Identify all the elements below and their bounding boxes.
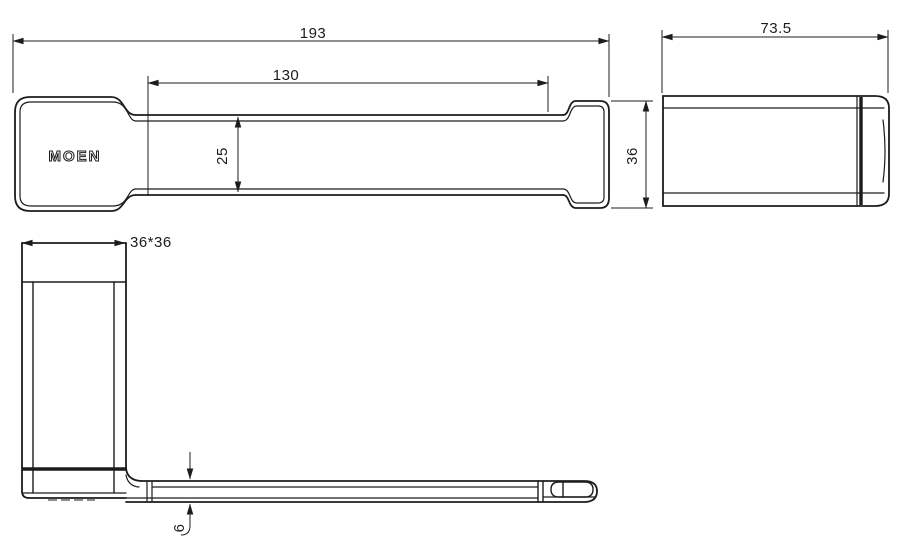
brand-logo: MOEN — [49, 148, 102, 165]
dimension-wall-depth: 73.5 — [661, 20, 889, 93]
dimension-bar-width: 25 — [214, 116, 242, 193]
dimension-bar-length: 130 — [147, 67, 549, 196]
dimension-label-36x36: 36*36 — [130, 234, 172, 251]
dimension-end-height: 36 — [611, 100, 653, 209]
bar-bottom-edge — [125, 490, 598, 503]
dimension-label-25: 25 — [214, 147, 231, 165]
fillet-outer — [125, 467, 142, 482]
dimension-label-193: 193 — [300, 25, 327, 42]
dimension-label-6: 6 — [171, 524, 188, 533]
side-cap-curve — [882, 119, 886, 183]
dimension-label-73-5: 73.5 — [760, 20, 791, 37]
front-right-cap-outline — [562, 100, 610, 209]
top-view: 36*36 6 — [21, 234, 598, 536]
leader-hook — [180, 525, 191, 536]
post-left-edge — [21, 242, 30, 499]
side-body-outline — [662, 95, 890, 207]
front-left-cap-outline — [14, 96, 137, 212]
dimension-overall-length: 193 — [12, 25, 610, 97]
dimension-bar-thickness: 6 — [171, 452, 194, 536]
dimension-post-section: 36*36 — [21, 234, 172, 251]
bar-endcap-slot — [550, 481, 594, 498]
front-view: MOEN 193 130 25 — [12, 25, 653, 212]
fillet-inner — [125, 474, 140, 488]
dimension-label-36: 36 — [624, 147, 641, 165]
dimension-label-130: 130 — [273, 67, 300, 84]
front-right-cap-inner-line — [562, 105, 605, 204]
bar-top-edge — [140, 480, 598, 492]
side-view: 73.5 — [661, 20, 890, 207]
front-left-cap-inner-line — [19, 101, 137, 207]
